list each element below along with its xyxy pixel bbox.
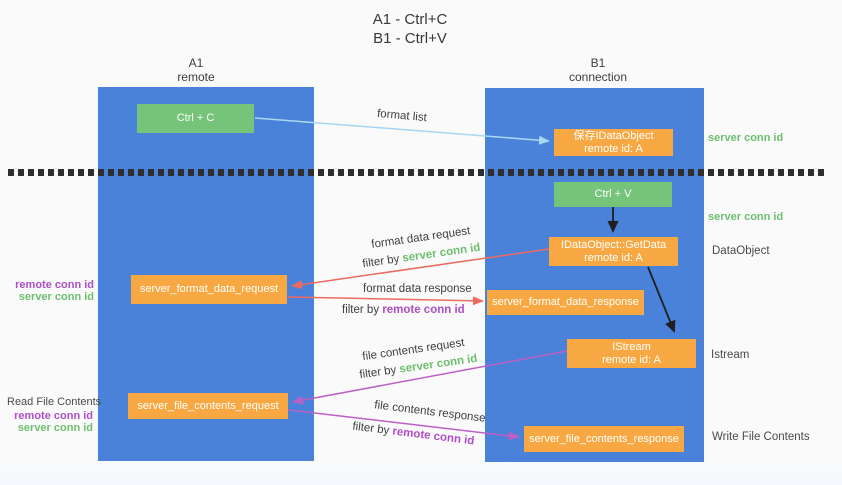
lane-a1-role: remote (177, 70, 215, 84)
server-conn-id-label-mid: server conn id (708, 211, 784, 223)
lane-header-a1: A1 remote (136, 56, 256, 84)
save-idataobject-line2: remote id: A (584, 142, 643, 155)
format-data-response-filter-label: filter by remote conn id (342, 304, 465, 316)
write-file-contents-label: Write File Contents (712, 431, 810, 443)
remote-conn-id-label: remote conn id (15, 279, 94, 291)
filter-by-text: filter by (342, 304, 383, 316)
remote-conn-id-text: remote conn id (391, 425, 475, 448)
filter-by-text: filter by (358, 363, 401, 382)
lane-a1-name: A1 (188, 56, 204, 70)
node-ctrl-v: Ctrl + V (554, 182, 672, 207)
node-server-file-contents-request: server_file_contents_request (128, 393, 288, 419)
server-conn-id-text: server conn id (401, 241, 482, 265)
read-file-contents-label: Read File Contents (7, 396, 102, 408)
server-conn-id-label: server conn id (18, 291, 94, 303)
file-conn-id-block: remote conn id server conn id (7, 410, 93, 434)
node-ctrl-c: Ctrl + C (137, 104, 254, 133)
filter-by-text: filter by (351, 420, 394, 438)
dataobject-label: DataObject (712, 245, 770, 257)
lane-header-b1: B1 connection (538, 56, 658, 84)
remote-conn-id-text: remote conn id (382, 304, 465, 316)
machine-boundary-dotted-line (8, 169, 824, 176)
format-data-response-arrow (287, 296, 484, 306)
format-list-label: format list (376, 107, 428, 125)
istream-line2: remote id: A (602, 353, 661, 366)
title-line-1: A1 - Ctrl+C (372, 11, 448, 28)
format-conn-id-block: remote conn id server conn id (8, 279, 94, 303)
node-save-idataobject: 保存IDataObject remote id: A (554, 129, 673, 156)
remote-conn-id-label: remote conn id (14, 410, 93, 422)
format-data-response-label: format data response (363, 283, 472, 295)
node-idataobject-getdata: IDataObject::GetData remote id: A (549, 237, 678, 266)
filter-by-text: filter by (361, 252, 404, 271)
save-idataobject-line1: 保存IDataObject (573, 129, 654, 142)
server-conn-id-label-top: server conn id (708, 132, 784, 144)
node-istream: IStream remote id: A (567, 339, 696, 368)
file-contents-response-label: file contents response (373, 399, 487, 425)
getdata-line1: IDataObject::GetData (560, 238, 667, 251)
istream-line1: IStream (612, 340, 651, 353)
istream-side-label: Istream (711, 349, 750, 361)
node-server-file-contents-response: server_file_contents_response (524, 426, 684, 452)
node-server-format-data-response: server_format_data_response (487, 290, 644, 315)
file-contents-response-filter-label: filter by remote conn id (352, 421, 475, 448)
getdata-line2: remote id: A (584, 251, 643, 264)
diagram-title: A1 - Ctrl+C B1 - Ctrl+V (320, 10, 500, 48)
server-conn-id-label: server conn id (17, 422, 93, 434)
lane-b1-role: connection (568, 70, 628, 84)
title-line-2: B1 - Ctrl+V (373, 30, 447, 47)
lane-b1-name: B1 (590, 56, 606, 70)
node-server-format-data-request: server_format_data_request (131, 275, 287, 304)
